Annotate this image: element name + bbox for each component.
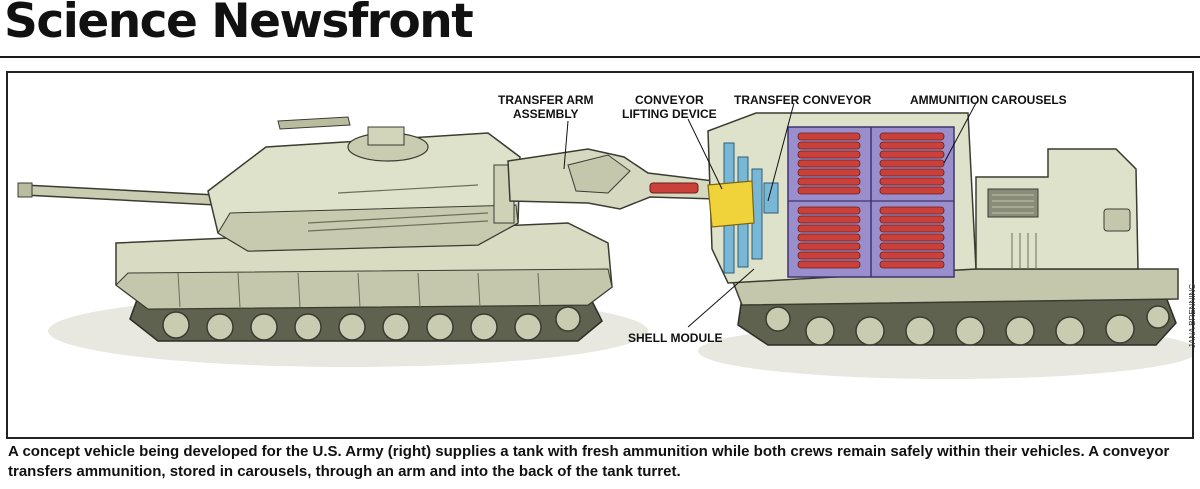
tank-hull-skirt: [115, 268, 613, 310]
label-transfer-conveyor: TRANSFER CONVEYOR: [734, 93, 872, 107]
label-conveyor-lifting-device: CONVEYOR LIFTING DEVICE: [622, 93, 717, 121]
illustration-credit: JANA BRENNING: [1188, 283, 1197, 348]
tank-road-wheels: [162, 306, 581, 341]
figure-caption: A concept vehicle being developed for th…: [8, 443, 1170, 480]
label-transfer-arm: TRANSFER ARM ASSEMBLY: [498, 93, 594, 121]
carrier-road-wheels: [765, 305, 1170, 346]
leader-lines: [563, 102, 977, 328]
masthead-rule: [0, 56, 1200, 58]
cab-vent-grille: [987, 188, 1039, 218]
tank-muzzle: [17, 182, 33, 198]
illustration-art: [17, 102, 1192, 379]
label-shell-module: SHELL MODULE: [628, 331, 723, 345]
tank-machine-gun: [277, 116, 351, 130]
tank: [17, 116, 613, 342]
transfer-arm: [507, 148, 717, 210]
transfer-arm-round: [649, 182, 699, 194]
cab-vent-slats: [992, 194, 1034, 214]
cab-panel-lines: [1011, 233, 1037, 269]
ammo-carrier: [707, 112, 1179, 346]
label-ammunition-carousels: AMMUNITION CAROUSELS: [910, 93, 1067, 107]
carrier-cab: [975, 148, 1139, 270]
carousel-rounds: [797, 132, 945, 269]
illustration-panel: TRANSFER ARM ASSEMBLY CONVEYOR LIFTING D…: [6, 71, 1194, 439]
masthead-title: Science Newsfront: [4, 0, 474, 49]
tank-turret-rails: [307, 184, 489, 232]
conveyor-lift: [707, 180, 755, 228]
cab-window: [1103, 208, 1131, 232]
transfer-arm-joint: [567, 154, 631, 194]
tank-cupola: [367, 126, 405, 146]
tank-skirt-panels: [177, 272, 541, 308]
